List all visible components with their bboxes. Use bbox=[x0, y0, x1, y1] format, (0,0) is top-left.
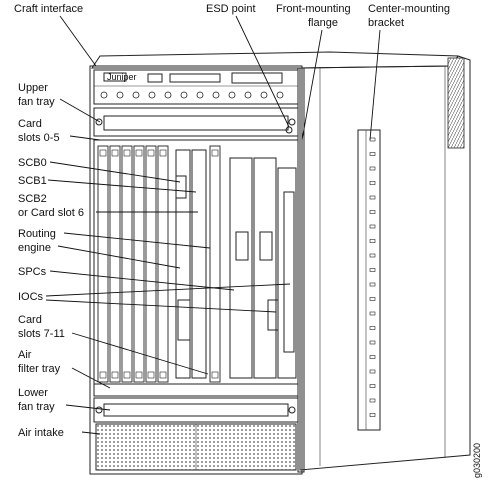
craft-leds bbox=[100, 91, 284, 99]
craft-led bbox=[148, 91, 156, 99]
craft-led bbox=[132, 91, 140, 99]
bracket-hole bbox=[369, 369, 376, 374]
ejector-handle bbox=[123, 149, 131, 157]
ejector-handle bbox=[147, 149, 155, 157]
ejector-handle bbox=[111, 149, 119, 157]
craft-led bbox=[100, 91, 108, 99]
bracket-hole bbox=[369, 384, 376, 388]
ejector-handle bbox=[99, 149, 107, 157]
label-front-mounting-1: Front-mounting bbox=[276, 3, 351, 15]
ejector-handle bbox=[135, 371, 143, 379]
label-air-intake: Air intake bbox=[18, 427, 64, 439]
label-scb0: SCB0 bbox=[18, 157, 47, 169]
label-routing-engine-1: Routing bbox=[18, 228, 56, 240]
label-upper-fan-tray-1: Upper bbox=[18, 82, 48, 94]
ejector-handle bbox=[159, 371, 167, 379]
bracket-hole bbox=[369, 413, 376, 417]
card-slot bbox=[97, 145, 109, 383]
craft-led bbox=[180, 91, 188, 99]
label-lower-fan-tray-2: fan tray bbox=[18, 401, 55, 413]
label-lower-fan-tray-1: Lower bbox=[18, 387, 48, 399]
bracket-hole bbox=[369, 355, 376, 359]
bracket-hole bbox=[369, 282, 376, 287]
card-slot bbox=[109, 145, 121, 383]
card-slot bbox=[121, 145, 133, 383]
ejector-handle bbox=[159, 149, 167, 157]
ejector-handle bbox=[111, 371, 119, 379]
bracket-hole bbox=[369, 268, 376, 272]
ejector-handle bbox=[123, 371, 131, 379]
figure-code: g030200 bbox=[472, 443, 482, 478]
label-iocs: IOCs bbox=[18, 291, 44, 303]
craft-led bbox=[260, 91, 268, 99]
craft-led bbox=[244, 91, 252, 99]
ejector-handle bbox=[211, 149, 219, 157]
ioc-modules bbox=[267, 167, 297, 379]
spc-modules bbox=[229, 157, 277, 379]
label-card-slots-7-11-1: Card bbox=[18, 314, 42, 326]
label-card-slots-0-5-2: slots 0-5 bbox=[18, 132, 60, 144]
lower-fan-tray bbox=[93, 397, 299, 423]
bracket-hole bbox=[369, 181, 376, 185]
label-center-mounting-1: Center-mounting bbox=[368, 3, 450, 15]
bracket-hole bbox=[369, 253, 376, 258]
card-slot bbox=[133, 145, 145, 383]
label-card-slots-7-11-2: slots 7-11 bbox=[18, 328, 65, 340]
label-air-filter-tray-2: filter tray bbox=[18, 363, 61, 375]
label-upper-fan-tray-2: fan tray bbox=[18, 96, 55, 108]
chassis-body bbox=[89, 51, 471, 475]
upper-fan-tray bbox=[93, 107, 299, 137]
label-esd-point: ESD point bbox=[206, 3, 256, 15]
ejector-handle bbox=[211, 371, 219, 379]
scb-modules bbox=[175, 149, 207, 379]
label-craft-interface: Craft interface bbox=[14, 3, 83, 15]
label-front-mounting-2: flange bbox=[308, 17, 338, 29]
center-mounting-bracket bbox=[357, 129, 381, 431]
craft-led bbox=[212, 91, 220, 99]
card-slots bbox=[97, 145, 221, 383]
label-scb2-2: or Card slot 6 bbox=[18, 207, 84, 219]
ejector-handle bbox=[135, 149, 143, 157]
brand-logo: Juniper bbox=[107, 72, 137, 82]
bracket-holes bbox=[369, 137, 376, 417]
bracket-hole bbox=[369, 239, 376, 243]
label-card-slots-0-5-1: Card bbox=[18, 118, 42, 130]
bracket-hole bbox=[369, 137, 376, 142]
bracket-hole bbox=[369, 297, 376, 301]
bracket-hole bbox=[369, 340, 376, 345]
bracket-hole bbox=[369, 326, 376, 330]
air-filter-tray bbox=[93, 383, 299, 397]
bracket-hole bbox=[369, 398, 376, 403]
card-slot bbox=[145, 145, 157, 383]
label-scb1: SCB1 bbox=[18, 175, 47, 187]
front-mounting-flange bbox=[297, 67, 305, 473]
craft-interface-panel: Juniper bbox=[93, 69, 299, 105]
bracket-hole bbox=[369, 152, 376, 156]
bracket-hole bbox=[369, 311, 376, 316]
craft-led bbox=[196, 91, 204, 99]
ejector-handle bbox=[99, 371, 107, 379]
bracket-hole bbox=[369, 210, 376, 214]
card-slot bbox=[209, 145, 221, 383]
label-air-filter-tray-1: Air bbox=[18, 349, 32, 361]
label-routing-engine-2: engine bbox=[18, 242, 51, 254]
craft-led bbox=[228, 91, 236, 99]
bracket-hole bbox=[369, 195, 376, 200]
label-spcs: SPCs bbox=[18, 266, 47, 278]
leader-lines bbox=[45, 15, 381, 435]
craft-led bbox=[276, 91, 284, 99]
craft-led bbox=[164, 91, 172, 99]
craft-led bbox=[116, 91, 124, 99]
side-vent bbox=[447, 57, 465, 149]
label-scb2-1: SCB2 bbox=[18, 193, 47, 205]
ejector-handle bbox=[147, 371, 155, 379]
bracket-hole bbox=[369, 166, 376, 171]
air-intake bbox=[95, 423, 297, 471]
label-center-mounting-2: bracket bbox=[368, 17, 404, 29]
bracket-hole bbox=[369, 224, 376, 229]
